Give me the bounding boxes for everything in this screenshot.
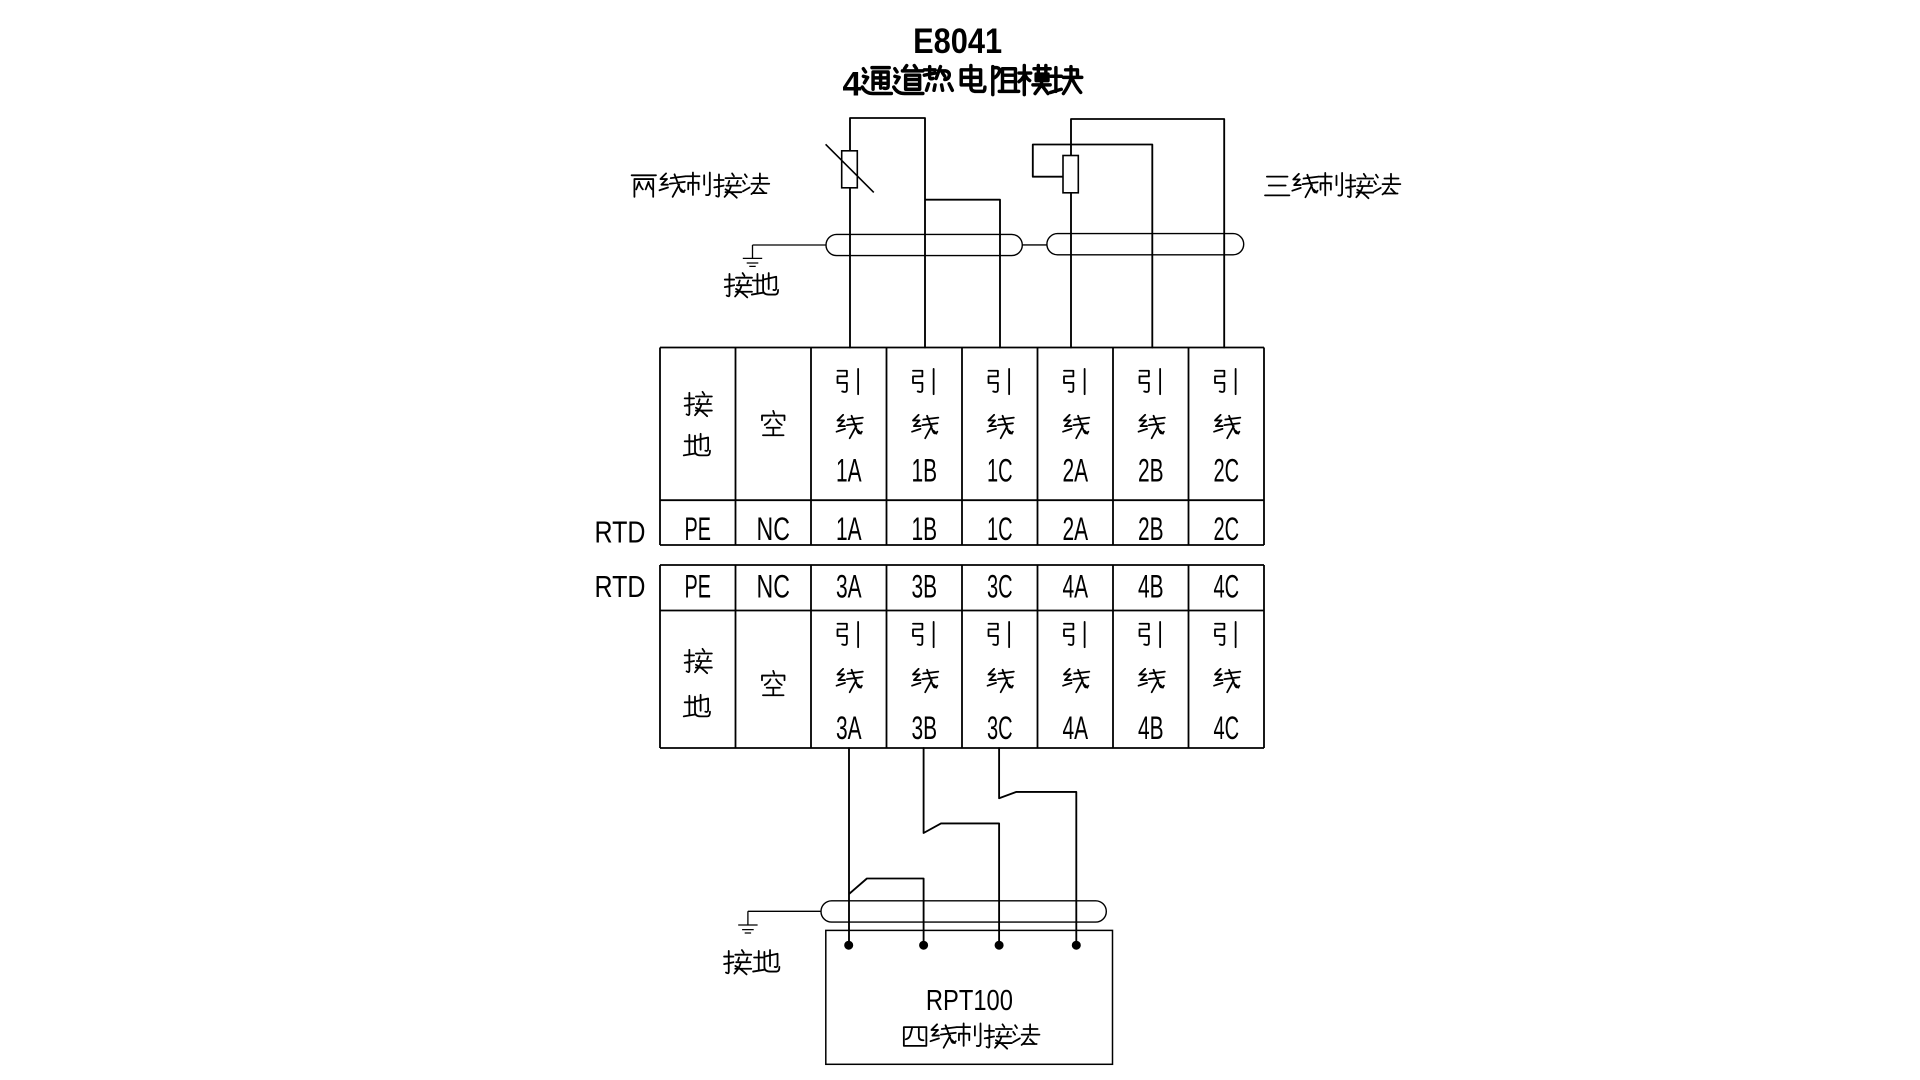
svg-text:2A: 2A [1062, 511, 1088, 547]
svg-text:1B: 1B [911, 453, 937, 489]
svg-text:2A: 2A [1062, 453, 1088, 489]
svg-text:E8041: E8041 [913, 22, 1002, 61]
svg-text:2B: 2B [1138, 511, 1164, 547]
svg-text:3A: 3A [836, 569, 862, 605]
svg-text:RPT100: RPT100 [926, 985, 1013, 1017]
svg-text:2B: 2B [1138, 453, 1164, 489]
svg-text:PE: PE [685, 569, 711, 605]
svg-text:2C: 2C [1213, 511, 1239, 547]
svg-text:4B: 4B [1138, 710, 1164, 746]
svg-text:3B: 3B [911, 710, 937, 746]
svg-text:1B: 1B [911, 511, 937, 547]
svg-text:PE: PE [685, 511, 711, 547]
svg-text:3C: 3C [987, 710, 1013, 746]
svg-text:4A: 4A [1062, 710, 1088, 746]
svg-text:1C: 1C [987, 511, 1013, 547]
svg-text:4C: 4C [1213, 710, 1239, 746]
svg-text:NC: NC [757, 569, 790, 605]
svg-text:2C: 2C [1213, 453, 1239, 489]
svg-text:1C: 1C [987, 453, 1013, 489]
svg-text:1A: 1A [836, 453, 862, 489]
svg-text:NC: NC [757, 511, 790, 547]
svg-text:4A: 4A [1062, 569, 1088, 605]
svg-text:4C: 4C [1213, 569, 1239, 605]
svg-text:3C: 3C [987, 569, 1013, 605]
svg-text:4B: 4B [1138, 569, 1164, 605]
svg-text:3A: 3A [836, 710, 862, 746]
svg-text:RTD: RTD [595, 569, 646, 604]
svg-text:3B: 3B [911, 569, 937, 605]
svg-text:1A: 1A [836, 511, 862, 547]
svg-text:4: 4 [843, 66, 862, 104]
svg-text:RTD: RTD [595, 515, 646, 550]
